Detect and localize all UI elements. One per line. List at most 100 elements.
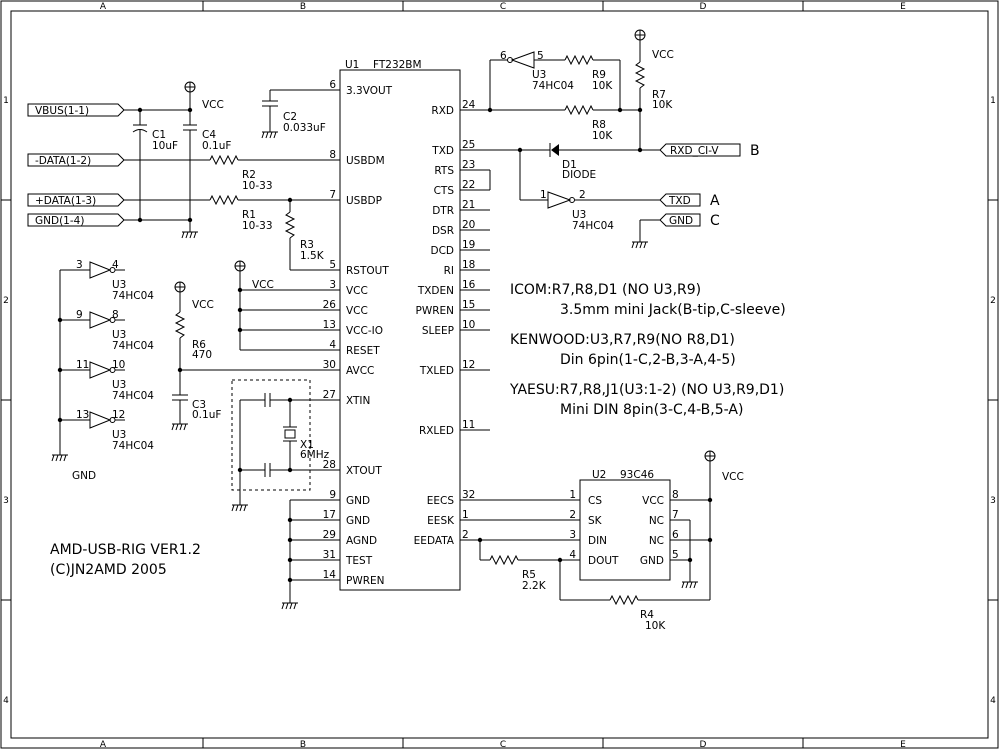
u3-txd-out-pin: 2 (579, 189, 586, 201)
usb-port-gnd: GND(1-4) (27, 213, 125, 227)
u1-pin-num-23: 23 (462, 159, 475, 171)
u1-gnd-bus (281, 499, 340, 610)
gnd-port-label: GND (669, 215, 693, 227)
vcc-label-r6: VCC (192, 299, 214, 311)
u1-pin-name-23: RTS (434, 165, 454, 177)
u1-pin-num-21: 21 (462, 199, 475, 211)
r7-value: 10K (652, 99, 673, 111)
spare-inverter-part-3: 74HC04 (112, 440, 154, 452)
r3-value: 1.5K (300, 250, 325, 262)
u1-pin-name-27: XTIN (346, 395, 370, 407)
u1-left-pins: 3.3VOUT6USBDM8USBDP7RSTOUT5VCC3VCC26VCC-… (323, 79, 393, 587)
r6-value: 470 (192, 349, 212, 361)
col-label-e-bottom: E (900, 740, 906, 750)
u1-pin-num-29: 29 (323, 529, 336, 541)
row-label-4-right: 4 (990, 696, 996, 706)
u1-pin-name-15: PWREN (416, 305, 455, 317)
vcc-wiring (171, 260, 340, 431)
spare-inverter-ref-3: U3 (112, 429, 126, 441)
c1-value: 10uF (152, 140, 178, 152)
u1-pin-name-8: USBDM (346, 155, 385, 167)
u1-pin-num-6: 6 (329, 79, 336, 91)
u2-pin-name-6: NC (649, 535, 664, 547)
u2-pin-name-1: CS (588, 495, 602, 507)
r1-value: 10-33 (242, 220, 273, 232)
u1-pin-name-1: EESK (427, 515, 455, 527)
u1-pin-num-25: 25 (462, 139, 475, 151)
note-icom: ICOM:R7,R8,D1 (NO U3,R9) (510, 282, 701, 298)
u1-pin-num-20: 20 (462, 219, 475, 231)
col-label-d-top: D (700, 2, 707, 12)
u1-pin-name-29: AGND (346, 535, 377, 547)
u1-pin-num-31: 31 (323, 549, 336, 561)
port-label-vbus: VBUS(1-1) (35, 105, 89, 117)
u1-pin-num-11: 11 (462, 419, 475, 431)
spare-inverter-body-2 (89, 361, 112, 379)
u1-pin-name-31: TEST (345, 555, 373, 567)
row-label-3-right: 3 (990, 496, 996, 506)
spare-inverter-out-pin-0: 4 (112, 259, 119, 271)
note-yaesu: YAESU:R7,R8,J1(U3:1-2) (NO U3,R9,D1) (509, 382, 784, 398)
u2-pin-name-2: SK (588, 515, 603, 527)
u2-pin-name-3: DIN (588, 535, 607, 547)
x1-value: 6MHz (300, 449, 330, 461)
spare-inverter-dot-2 (57, 367, 63, 373)
u1-pin-name-32: EECS (427, 495, 455, 507)
row-label-2-right: 2 (990, 296, 996, 306)
usb-input-wiring (124, 81, 340, 271)
u1-pin-name-9: GND (346, 495, 370, 507)
c1-ref: C1 (152, 129, 166, 141)
u1-pin-name-12: TXLED (419, 365, 454, 377)
port-label-dminus: -DATA(1-2) (35, 155, 91, 167)
u2-pin-num-2: 2 (569, 509, 576, 521)
spare-inverter-body-0 (89, 261, 112, 279)
col-label-a-bottom: A (100, 740, 107, 750)
spare-inverter-in-pin-1: 9 (76, 309, 83, 321)
col-label-b-bottom: B (300, 740, 306, 750)
u2-ref: U2 (592, 469, 606, 481)
u1-pin-num-26: 26 (323, 299, 337, 311)
u1-pin-name-30: AVCC (346, 365, 374, 377)
u1-pin-name-17: GND (346, 515, 370, 527)
u1-pin-name-22: CTS (434, 185, 455, 197)
x1-ref: X1 (300, 439, 314, 451)
vcc-label-u2: VCC (722, 471, 744, 483)
row-label-1-right: 1 (990, 96, 996, 106)
u3-top-part: 74HC04 (532, 80, 574, 92)
usb-port-dplus: +DATA(1-3) (27, 193, 125, 207)
row-label-4-left: 4 (3, 696, 9, 706)
txd-port-label: TXD (668, 195, 691, 207)
eeprom-wiring (460, 450, 716, 606)
u2-pin-num-8: 8 (672, 489, 679, 501)
u1-pin-name-4: RESET (346, 345, 380, 357)
note-kenwood-din: Din 6pin(1-C,2-B,3-A,4-5) (560, 352, 736, 368)
u2-pin-num-6: 6 (672, 529, 679, 541)
u1-pin-name-20: DSR (432, 225, 454, 237)
spare-inverter-part-0: 74HC04 (112, 290, 154, 302)
spare-inverter-dot-1 (57, 317, 63, 323)
u2-pin-num-3: 3 (569, 529, 576, 541)
note-icom-jack: 3.5mm mini Jack(B-tip,C-sleeve) (560, 302, 786, 318)
c2-value: 0.033uF (283, 122, 326, 134)
u2-pin-name-8: VCC (642, 495, 664, 507)
c4-ref: C4 (202, 129, 216, 141)
u3-txd-in-pin: 1 (540, 189, 547, 201)
u1-pin-num-9: 9 (329, 489, 336, 501)
u2-pin-name-7: NC (649, 515, 664, 527)
u1-pin-num-22: 22 (462, 179, 475, 191)
u1-part: FT232BM (373, 59, 422, 71)
u1-ref: U1 (345, 59, 359, 71)
u1-pin-num-27: 27 (323, 389, 336, 401)
u1-pin-name-13: VCC-IO (346, 325, 383, 337)
u1-pin-name-5: RSTOUT (346, 265, 389, 277)
spare-inverter-part-1: 74HC04 (112, 340, 154, 352)
rxd-txd-wiring (460, 29, 741, 249)
spare-inverter-in-pin-0: 3 (76, 259, 83, 271)
r5-ref: R5 (522, 569, 536, 581)
r5-value: 2.2K (522, 580, 547, 592)
u3-top-out-pin: 5 (537, 50, 544, 62)
u1-pin-num-16: 16 (462, 279, 476, 291)
gnd-label-spare: GND (72, 470, 96, 482)
u2-pin-num-4: 4 (569, 549, 576, 561)
spare-inverter-in-pin-3: 13 (76, 409, 89, 421)
